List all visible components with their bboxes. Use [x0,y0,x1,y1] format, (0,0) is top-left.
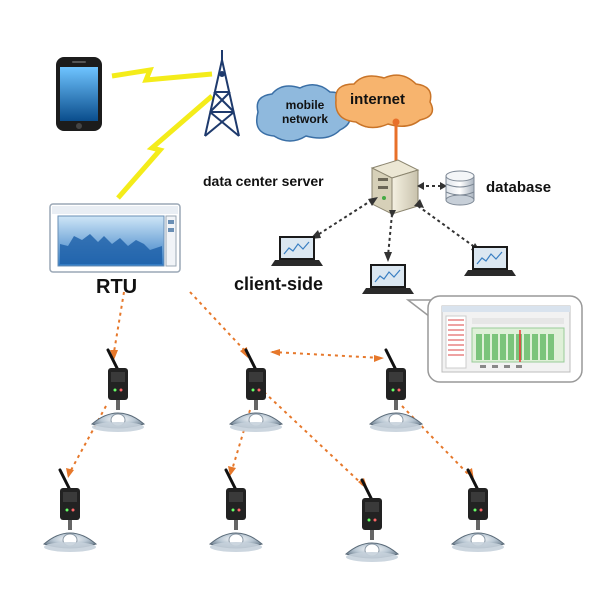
sensor-lamp-node-icon [228,348,284,434]
server-client-links [315,199,477,257]
laptop-icon [463,245,517,277]
data-center-server-label: data center server [203,173,324,189]
lightning-rtu-tower [116,94,214,200]
database-label: database [486,179,552,196]
mobile-network-label: mobile network [273,98,337,126]
database-icon [445,170,475,206]
client-screen-callout [405,295,583,383]
mesh-links [69,291,471,487]
cell-tower-icon [204,50,240,137]
sensor-lamp-node-icon [90,348,146,434]
rtu-panel-icon [49,203,181,273]
server-icon [370,159,420,215]
rtu-label: RTU [96,276,138,298]
laptop-icon [361,263,415,295]
sensor-lamp-node-icon [42,468,98,554]
mobile-network-label-line2: network [281,112,328,126]
sensor-lamp-node-icon [208,468,264,554]
sensor-lamp-node-icon [368,348,424,434]
lightning-phone-tower [111,66,213,83]
client-side-label: client-side [234,274,324,294]
internet-label: internet [350,91,406,108]
sensor-lamp-node-icon [450,468,506,554]
sensor-lamp-node-icon [344,478,400,564]
mobile-network-label-line1: mobile [285,98,325,112]
laptop-icon [270,235,324,267]
internet-cloud [335,74,434,129]
smartphone-icon [56,57,102,131]
